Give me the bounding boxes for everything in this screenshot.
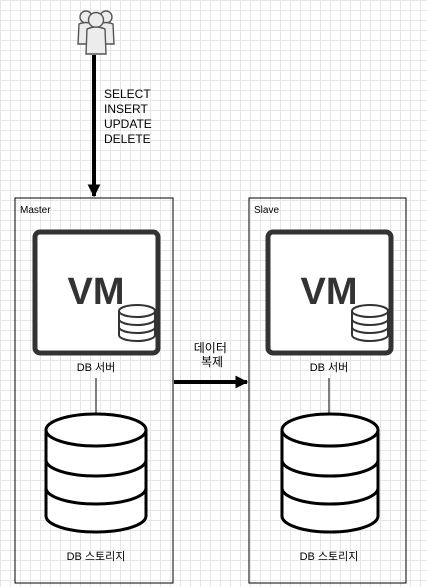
- master-vm-label: VM: [68, 271, 125, 313]
- master-server-label: DB 서버: [77, 361, 116, 374]
- master-storage-cylinder: [44, 412, 148, 534]
- master-title: Master: [20, 205, 51, 216]
- database-icon: [118, 304, 156, 342]
- master-storage-label: DB 스토리지: [67, 550, 126, 563]
- query-list: SELECT INSERT UPDATE DELETE: [104, 87, 155, 146]
- users-icon: [77, 10, 115, 55]
- replication-label: 데이터 복제: [194, 341, 230, 369]
- slave-storage-cylinder: [280, 412, 380, 534]
- slave-vm-label: VM: [301, 271, 358, 313]
- slave-vm-box: VM: [265, 229, 394, 356]
- master-node: Master VM DB 서버 DB 스토리지: [14, 197, 174, 584]
- slave-title: Slave: [254, 205, 279, 216]
- slave-server-label: DB 서버: [310, 361, 349, 374]
- master-vm-box: VM: [32, 229, 161, 356]
- database-icon: [351, 304, 389, 342]
- slave-node: Slave VM DB 서버 DB 스토리지: [248, 197, 407, 584]
- slave-storage-label: DB 스토리지: [300, 550, 359, 563]
